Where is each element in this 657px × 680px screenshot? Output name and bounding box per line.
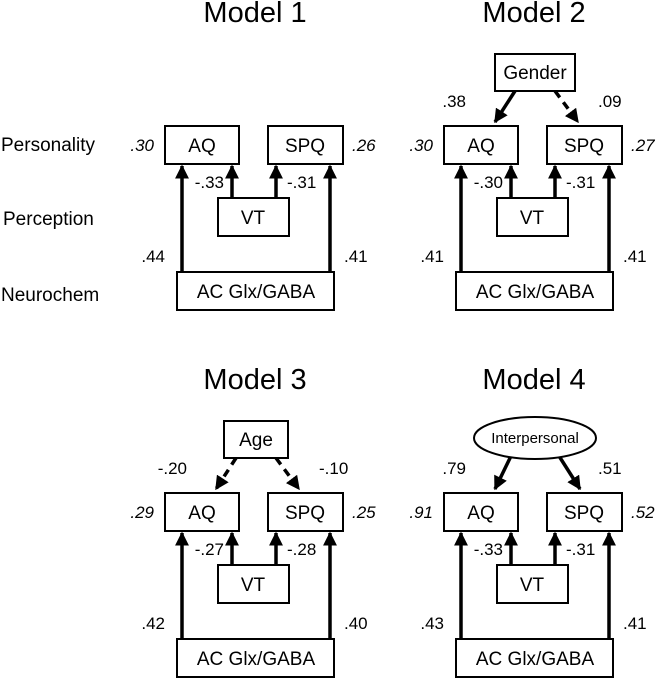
coef-vt-spq: -.28 [287,540,316,559]
vt-box [217,197,290,237]
coef-covariate-aq: .79 [442,459,466,478]
covariate-label: Interpersonal [491,430,579,447]
aq-label: AQ [467,503,494,524]
model-panel-1: Model 1 AQ SPQ VT AC Glx/GABA .30 .26 -.33 -.31.… [130,0,376,311]
coef-vt-spq: -.31 [287,173,316,192]
spq-box [267,125,344,165]
spq-label: SPQ [564,136,604,157]
model-panel-2: Model 2 AQ SPQ VT AC Glx/GABA Gender .38 .09 .30… [409,0,655,311]
coef-ac-spq: .41 [623,614,647,633]
model-title: Model 4 [482,364,585,396]
model-panel-3: Model 3 AQ SPQ VT AC Glx/GABA Age -.20 -.10 .29.… [130,364,376,678]
path-covariate-aq [214,457,238,491]
path-covariate-aq [493,455,513,491]
model-panel-4: Model 4 AQ SPQ VT AC Glx/GABA Interpersonal .7… [409,364,655,678]
row-label-neurochem: Neurochem [1,285,99,306]
vt-label: VT [520,208,545,229]
model-title: Model 2 [482,0,585,29]
covariate-label: Gender [503,63,567,84]
aq-box [443,125,519,165]
ac-glx-gaba-label: AC Glx/GABA [197,282,316,303]
r2-aq: .91 [409,503,433,522]
spq-label: SPQ [285,136,325,157]
spq-label: SPQ [564,503,604,524]
coef-ac-spq: .41 [344,247,368,266]
coef-covariate-spq: .51 [598,459,622,478]
spq-box [546,492,623,532]
spq-box [267,492,344,532]
spq-label: SPQ [285,503,325,524]
r2-spq: .26 [352,136,376,155]
path-covariate-aq [493,90,517,124]
aq-box [164,492,240,532]
coef-ac-aq: .42 [141,614,165,633]
r2-aq: .30 [409,136,433,155]
coef-vt-aq: -.30 [474,173,503,192]
coef-vt-aq: -.33 [474,540,503,559]
covariate-ellipse [473,416,597,460]
r2-spq: .52 [631,503,655,522]
ac-glx-gaba-label: AC Glx/GABA [476,649,595,670]
vt-box [496,564,569,604]
coef-vt-aq: -.27 [195,540,224,559]
r2-spq: .27 [631,136,655,155]
vt-label: VT [520,575,545,596]
r2-aq: .29 [130,503,154,522]
vt-label: VT [241,208,266,229]
coef-ac-aq: .44 [141,247,165,266]
ac-glx-gaba-box [455,271,614,311]
ac-glx-gaba-label: AC Glx/GABA [197,649,316,670]
model-title: Model 3 [203,364,306,396]
covariate-box [494,53,576,92]
covariate-label: Age [239,430,273,451]
covariate-box [223,420,289,459]
coef-covariate-spq: .09 [598,92,622,111]
vt-box [217,564,290,604]
path-covariate-spq [274,456,301,491]
r2-spq: .25 [352,503,376,522]
ac-glx-gaba-box [176,638,335,678]
aq-label: AQ [188,136,215,157]
r2-aq: .30 [130,136,154,155]
model-panels: Model 1 AQ SPQ VT AC Glx/GABA .30 .26 -.33 -.31.… [130,0,655,678]
row-label-perception: Perception [3,209,94,230]
row-label-personality: Personality [1,135,95,156]
coef-covariate-aq: .38 [442,92,466,111]
ac-glx-gaba-box [176,271,335,311]
aq-box [443,492,519,532]
spq-box [546,125,623,165]
coef-covariate-aq: -.20 [158,459,187,478]
aq-label: AQ [467,136,494,157]
coef-vt-spq: -.31 [566,540,595,559]
ac-glx-gaba-label: AC Glx/GABA [476,282,595,303]
coef-vt-spq: -.31 [566,173,595,192]
path-covariate-spq [553,89,580,124]
path-covariate-spq [557,455,582,491]
model-title: Model 1 [203,0,306,29]
coef-vt-aq: -.33 [195,173,224,192]
coef-ac-spq: .40 [344,614,368,633]
coef-ac-spq: .41 [623,247,647,266]
vt-box [496,197,569,237]
ac-glx-gaba-box [455,638,614,678]
coef-covariate-spq: -.10 [319,459,348,478]
coef-ac-aq: .43 [420,614,444,633]
coef-ac-aq: .41 [420,247,444,266]
vt-label: VT [241,575,266,596]
aq-box [164,125,240,165]
aq-label: AQ [188,503,215,524]
